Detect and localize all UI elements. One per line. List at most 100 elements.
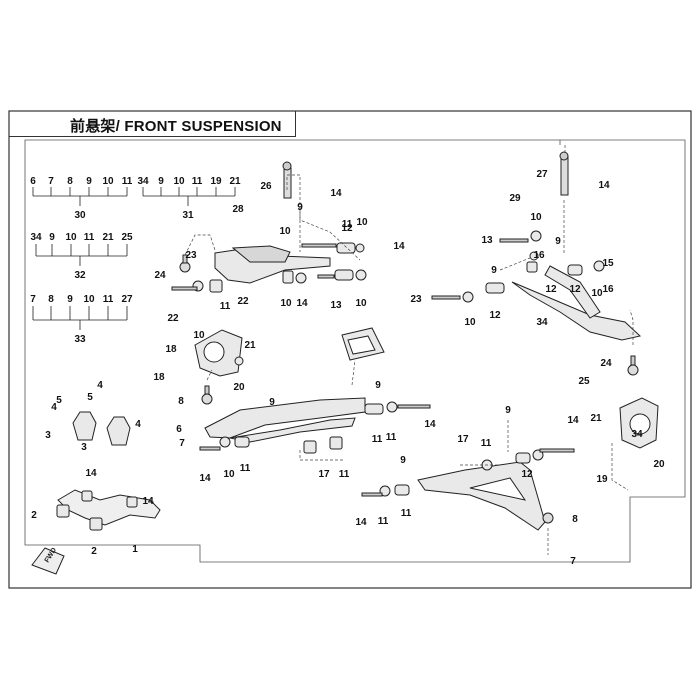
callout: 9: [400, 455, 406, 466]
callout: 23: [185, 250, 197, 261]
callout: 5: [87, 392, 93, 403]
callout: 13: [330, 300, 342, 311]
ball-joint-22-right: [627, 364, 639, 376]
callout: 11: [339, 469, 350, 480]
callout: 14: [355, 517, 367, 528]
tree30-part: 10: [102, 176, 114, 187]
assembly-tree-31: [142, 187, 236, 206]
tree33-ref: 33: [74, 334, 86, 345]
callout: 9: [555, 236, 561, 247]
callout: 11: [481, 438, 492, 449]
upper-right-a-arm: [511, 281, 642, 341]
callout: 11: [401, 508, 412, 519]
callout: 27: [536, 169, 548, 180]
leader-line: [184, 234, 216, 256]
leader-line: [611, 443, 629, 491]
callout: 17: [457, 434, 469, 445]
callout: 10: [355, 298, 367, 309]
tree32-part: 11: [84, 232, 95, 243]
callout: 9: [505, 405, 511, 416]
bushing: [126, 496, 138, 508]
bushing: [303, 440, 317, 454]
callout: 10: [464, 317, 476, 328]
callout: 17: [318, 469, 330, 480]
callout: 10: [223, 469, 235, 480]
callout: 18: [153, 372, 165, 383]
washer: [355, 269, 367, 281]
callout: 9: [269, 397, 275, 408]
bolt-12-lower-right: [361, 492, 383, 497]
callout: 13: [481, 235, 493, 246]
callout: 11: [240, 463, 251, 474]
assembly-tree-30: [32, 187, 128, 206]
callout: 34: [631, 429, 643, 440]
callout: 12: [569, 284, 581, 295]
bushing: [89, 517, 103, 531]
bolt-20-left: [171, 286, 198, 291]
tree31-ref: 31: [182, 210, 194, 221]
tree31-part: 10: [173, 176, 185, 187]
callout: 7: [179, 438, 185, 449]
stabilizer-clamp-left: [72, 411, 97, 441]
callout: 8: [572, 514, 578, 525]
bolt-12-left: [301, 243, 337, 248]
callout: 14: [393, 241, 405, 252]
callout: 29: [509, 193, 521, 204]
washer: [355, 243, 365, 253]
callout: 23: [410, 294, 422, 305]
washer: [529, 251, 539, 261]
title-box: [9, 111, 296, 137]
callout: 6: [176, 424, 182, 435]
assembly-tree-33: [32, 306, 128, 330]
outer-frame: [8, 110, 692, 589]
lower-left-a-arm: [204, 397, 366, 439]
tree31-part: 11: [192, 176, 203, 187]
callout: 11: [372, 434, 383, 445]
tree31-part: 34: [137, 176, 149, 187]
ball-joint-8-left: [201, 393, 213, 405]
bushing: [526, 261, 538, 273]
callout: 9: [375, 380, 381, 391]
callout: 12: [341, 223, 353, 234]
leader-line: [299, 450, 345, 461]
tree33-part: 9: [67, 294, 73, 305]
fwd-arrow-icon: FWD: [31, 547, 65, 575]
bushing: [81, 490, 93, 502]
callout: 24: [154, 270, 166, 281]
callout: 21: [590, 413, 602, 424]
callout: 1: [132, 544, 138, 555]
callout: 4: [135, 419, 141, 430]
bolt-12-lower: [317, 274, 335, 279]
upper-right-a-arm-rear: [544, 265, 601, 319]
callout: 16: [602, 284, 614, 295]
bolt-12-lower-left: [199, 446, 221, 451]
tree33-part: 10: [83, 294, 95, 305]
washer: [593, 260, 605, 272]
tree30-part: 6: [30, 176, 36, 187]
callout: 4: [97, 380, 103, 391]
bushing: [515, 452, 531, 464]
callout: 14: [296, 298, 308, 309]
callout: 8: [178, 396, 184, 407]
assembly-tree-32: [35, 244, 128, 266]
leader-line: [629, 309, 634, 345]
bushing: [282, 270, 294, 284]
lower-right-a-arm: [417, 461, 546, 531]
bolt-13-right: [539, 448, 575, 453]
boundary-line: [24, 139, 686, 563]
callout: 11: [220, 301, 231, 312]
callout: 28: [232, 204, 244, 215]
callout: 12: [489, 310, 501, 321]
callout: 14: [424, 419, 436, 430]
callout: 10: [591, 288, 603, 299]
callout: 34: [536, 317, 548, 328]
bushing: [234, 436, 250, 448]
leader-line: [499, 257, 531, 271]
tree32-part: 25: [121, 232, 133, 243]
stabilizer-clamp-right: [106, 416, 131, 446]
callout: 14: [85, 468, 97, 479]
callout: 20: [653, 459, 665, 470]
callout: 4: [51, 402, 57, 413]
bushing: [336, 242, 356, 254]
bushing: [56, 504, 70, 518]
